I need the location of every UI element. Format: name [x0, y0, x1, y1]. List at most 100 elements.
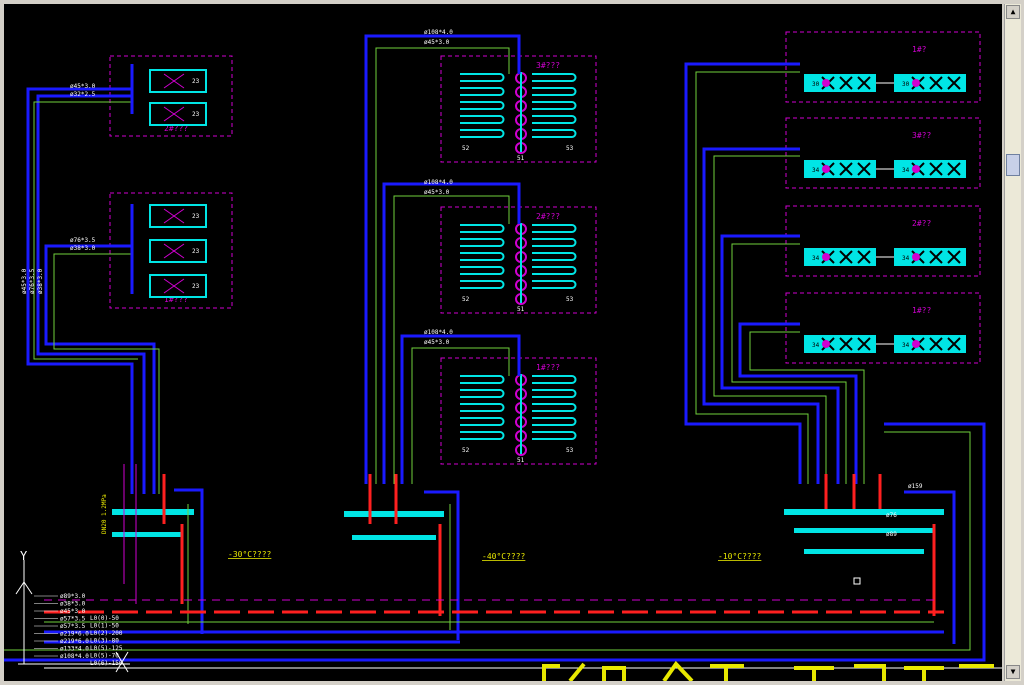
left-pipe-label-4: ø38*3.0 — [70, 245, 96, 252]
cold-room-label: 1#?? — [912, 306, 931, 315]
left-pipe-label-2: ø32*2.5 — [70, 91, 96, 98]
air-cooler-unit: 34 — [894, 248, 966, 266]
right-piping — [4, 62, 986, 662]
left-cooler-tag: 23 — [192, 213, 200, 220]
cold-room: 3#?? 34 34 — [785, 117, 981, 189]
ucs-axis-icon: Y — [15, 549, 130, 673]
legend-pipe-size: ø89*3.0 — [60, 593, 86, 600]
coil-tag-left: 52 — [462, 447, 470, 454]
coil-tag-mid: 51 — [517, 155, 525, 162]
left-room-lower: 1#??? — [109, 192, 233, 309]
air-cooler-unit: 34 — [804, 248, 876, 266]
air-cooler-unit: 34 — [894, 335, 966, 353]
freezer-room-label: 3#??? — [536, 61, 560, 70]
air-cooler-unit: 30 — [804, 74, 876, 92]
left-cooler-tag: 23 — [192, 283, 200, 290]
coil-tag-mid: 51 — [517, 457, 525, 464]
legend-pipe-size: ø133*4.0 — [60, 646, 89, 653]
legend-pipe-code: L0(5)-70 — [90, 653, 119, 660]
air-cooler-unit: 30 — [894, 74, 966, 92]
left-cooler-tag: 23 — [192, 78, 200, 85]
left-temp-label: -30°C???? — [228, 550, 272, 559]
left-vertical-label-1: ø45*3.0 — [21, 268, 28, 294]
coil-tag-left: 52 — [462, 296, 470, 303]
cad-drawing-canvas[interactable]: 2#??? 1#??? 23 23 23 23 23 ø45*3.0 ø32*2.5 ø… — [4, 4, 1002, 683]
right-cold-rooms: 1#? 30 30 3#?? 34 34 2#?? 34 34 1#?? 34 34 — [785, 31, 981, 364]
coil-tag-left: 52 — [462, 145, 470, 152]
left-upper-room-label: 2#??? — [164, 124, 188, 133]
left-cooler-unit: 23 — [149, 69, 207, 93]
air-cooler-tag: 34 — [902, 342, 910, 349]
left-cooler-unit: 23 — [149, 239, 207, 263]
legend-pipe-size: ø57*3.5 — [60, 616, 86, 623]
air-cooler-tag: 30 — [812, 81, 820, 88]
air-cooler-unit: 34 — [804, 335, 876, 353]
air-cooler-tag: 34 — [902, 167, 910, 174]
middle-valve-station — [344, 474, 460, 640]
legend-pipe-size: ø108*4.0 — [60, 653, 89, 660]
cold-room: 1#?? 34 34 — [785, 292, 981, 364]
coil-tag-mid: 51 — [517, 306, 525, 313]
middle-piping — [364, 34, 521, 484]
middle-freezer-rooms: 3#??? 52 51 53 2#??? 52 51 53 1#??? 52 51 53 — [440, 55, 597, 465]
bottom-heading-fragment — [542, 660, 994, 683]
left-cooler-tag: 23 — [192, 111, 200, 118]
left-cooler-unit: 23 — [149, 102, 207, 126]
middle-temp-label: -40°C???? — [482, 552, 526, 561]
mid-pipe-label-2b: ø45*3.0 — [424, 189, 450, 196]
legend-pipe-code: L0(1)-50 — [90, 623, 119, 630]
mid-pipe-label-2a: ø108*4.0 — [424, 179, 453, 186]
legend-pipe-code: L0(3)-80 — [90, 638, 119, 645]
scroll-up-button[interactable]: ▲ — [1006, 5, 1020, 19]
left-valve-station — [112, 464, 204, 634]
coil-tag-right: 53 — [566, 296, 574, 303]
left-lower-room-label: 1#??? — [164, 295, 188, 304]
legend-pipe-size: ø57*3.5 — [60, 623, 86, 630]
air-cooler-tag: 30 — [902, 81, 910, 88]
mid-pipe-label-3a: ø108*4.0 — [424, 329, 453, 336]
left-vertical-label-2: ø76*3.5 — [29, 268, 36, 294]
legend-pipe-size: ø219*6.0 — [60, 638, 89, 645]
cold-room-label: 1#? — [912, 45, 927, 54]
air-cooler-unit: 34 — [804, 160, 876, 178]
scroll-down-button[interactable]: ▼ — [1006, 665, 1020, 679]
vertical-scrollbar[interactable]: ▲ ▼ — [1004, 4, 1021, 681]
freezer-room: 1#??? 52 51 53 — [440, 357, 597, 465]
bottom-mains — [44, 599, 1002, 669]
left-pipe-label-1: ø45*3.0 — [70, 83, 96, 90]
right-tag-1: ø159 — [908, 483, 923, 490]
air-cooler-tag: 34 — [902, 255, 910, 262]
legend-pipe-code: L0(5)-125 — [90, 645, 123, 652]
air-cooler-unit: 34 — [894, 160, 966, 178]
left-side-label: DN20 1.2MPa — [101, 494, 108, 534]
mid-pipe-label-1a: ø108*4.0 — [424, 29, 453, 36]
bottom-pipe-legend: ø89*3.0ø38*3.0ø45*3.0ø57*3.5ø57*3.5ø219*… — [34, 593, 123, 667]
legend-pipe-size: ø45*3.0 — [60, 608, 86, 615]
mid-pipe-label-3b: ø45*3.0 — [424, 339, 450, 346]
air-cooler-tag: 34 — [812, 167, 820, 174]
right-tag-2: ø76 — [886, 512, 897, 519]
right-temp-label: -10°C???? — [718, 552, 762, 561]
right-valve-station — [784, 474, 956, 644]
legend-pipe-code: L0(0)-50 — [90, 615, 119, 622]
cold-room-label: 2#?? — [912, 219, 931, 228]
legend-pipe-code: L0(2)-200 — [90, 630, 123, 637]
cold-room: 2#?? 34 34 — [785, 205, 981, 277]
left-cooler-units: 23 23 23 23 23 — [149, 69, 207, 298]
left-cooler-unit: 23 — [149, 204, 207, 228]
cold-room: 1#? 30 30 — [785, 31, 981, 103]
left-pipe-label-3: ø76*3.5 — [70, 237, 96, 244]
left-vertical-label-3: ø38*3.0 — [37, 268, 44, 294]
legend-pipe-size: ø38*3.0 — [60, 601, 86, 608]
axis-y-label: Y — [20, 549, 28, 563]
coil-tag-right: 53 — [566, 447, 574, 454]
scroll-thumb[interactable] — [1006, 154, 1020, 176]
refrigeration-schematic: 2#??? 1#??? 23 23 23 23 23 ø45*3.0 ø32*2.5 ø… — [4, 29, 1002, 683]
right-tag-3: ø89 — [886, 531, 897, 538]
freezer-room-label: 2#??? — [536, 212, 560, 221]
coil-tag-right: 53 — [566, 145, 574, 152]
air-cooler-tag: 34 — [812, 255, 820, 262]
freezer-room-label: 1#??? — [536, 363, 560, 372]
cold-room-label: 3#?? — [912, 131, 931, 140]
left-cooler-unit: 23 — [149, 274, 207, 298]
